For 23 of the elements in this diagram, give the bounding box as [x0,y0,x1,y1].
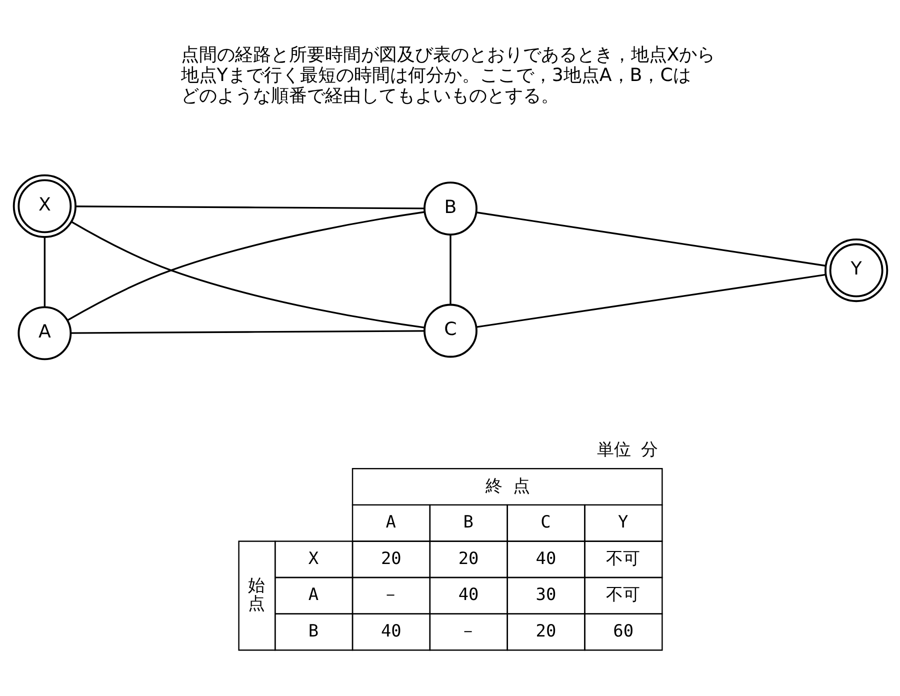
label: 20 [458,548,478,568]
label: 始点 [247,575,264,614]
label: － [382,584,399,604]
label: 点間の経路と所要時間が図及び表のとおりであるとき，地点Xから地点Yまで行く最短の時間は何分か。ここで，3地点A，B，Cはどのような順番で経由してもよいものとする。 [180,44,715,107]
label: 40 [380,620,401,640]
label: 20 [380,548,401,568]
label: － [459,620,476,640]
label: C [540,512,550,532]
label: 不可 [605,548,640,568]
label: 60 [612,620,634,640]
label: 単位 分 [596,438,658,459]
label: X [308,548,318,568]
label: B [462,512,473,532]
label: 40 [535,548,556,568]
label: B [308,620,318,640]
label: A [385,512,396,532]
label: Y [618,512,628,532]
label: 20 [535,620,556,640]
label: 40 [458,584,478,604]
label: 終 点 [485,475,530,496]
label: 不可 [605,584,640,604]
label: A [308,584,318,604]
label: 30 [535,584,556,604]
